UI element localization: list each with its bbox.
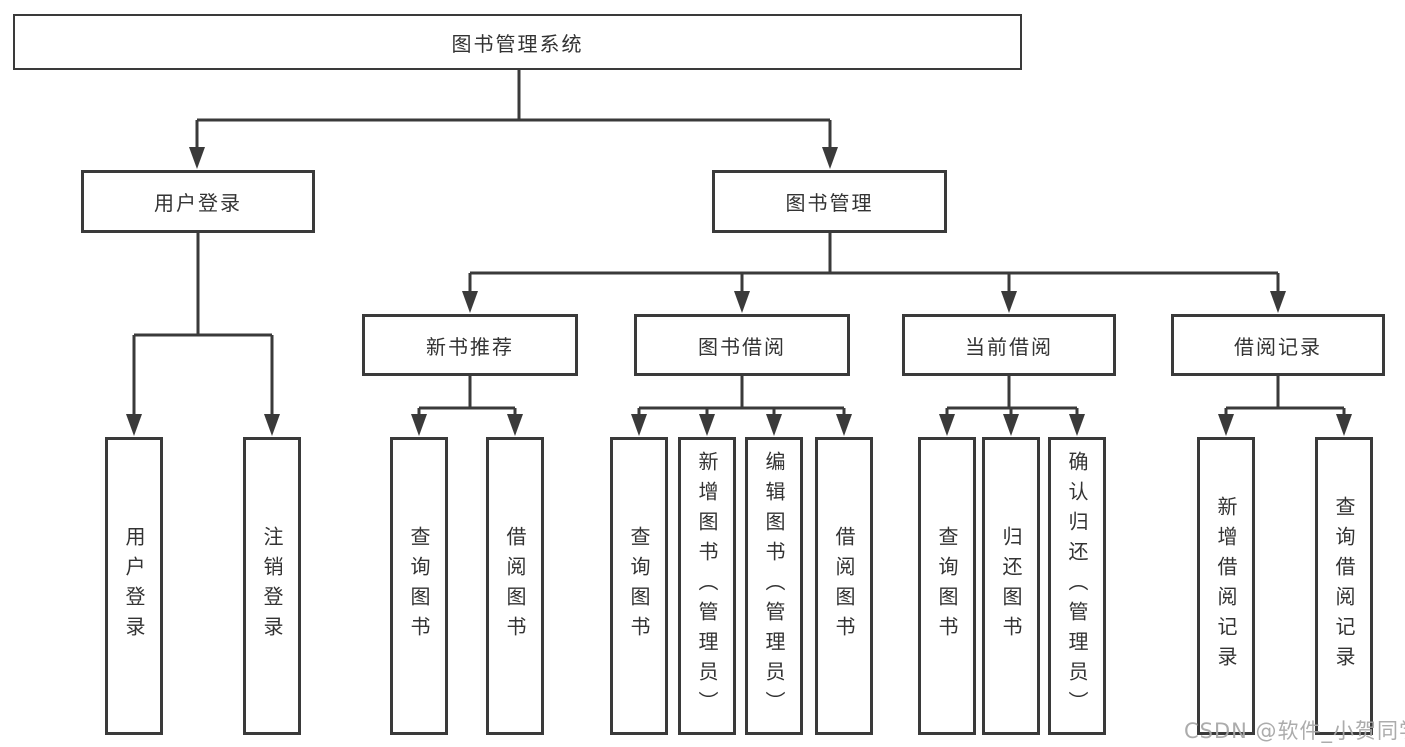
- connector-line: [1224, 376, 1346, 420]
- node-label: 查询图书: [407, 526, 431, 646]
- node-label: 图书管理: [785, 191, 874, 215]
- connector-line: [132, 233, 274, 420]
- node-leaf-cb-return-books: 归还图书: [982, 437, 1040, 735]
- node-user-login: 用户登录: [81, 170, 315, 233]
- node-leaf-bb-borrow-books: 借阅图书: [815, 437, 873, 735]
- arrow-down-icon: [699, 414, 715, 436]
- arrow-down-icon: [462, 291, 478, 313]
- node-book-borrow: 图书借阅: [634, 314, 850, 376]
- arrow-down-icon: [631, 414, 647, 436]
- node-label: 注销登录: [260, 526, 284, 646]
- arrow-down-icon: [836, 414, 852, 436]
- node-borrow-records: 借阅记录: [1171, 314, 1385, 376]
- node-leaf-cb-confirm-return: 确认归还（管理员）: [1048, 437, 1106, 735]
- node-label: 新书推荐: [426, 334, 514, 359]
- connector-line: [945, 376, 1079, 420]
- node-label: 新增借阅记录: [1214, 496, 1238, 676]
- arrow-down-icon: [939, 414, 955, 436]
- connector-line: [468, 233, 1280, 296]
- connector-line: [417, 376, 517, 420]
- arrow-down-icon: [1270, 291, 1286, 313]
- watermark: CSDN @软件_小贺同学: [1184, 719, 1405, 743]
- node-leaf-rec-query-books: 查询图书: [390, 437, 448, 735]
- node-leaf-br-add-records: 新增借阅记录: [1197, 437, 1255, 735]
- node-label: 查询图书: [627, 526, 651, 646]
- node-label: 借阅图书: [503, 526, 527, 646]
- node-label: 查询图书: [935, 526, 959, 646]
- arrow-down-icon: [264, 414, 280, 436]
- node-leaf-rec-borrow-books: 借阅图书: [486, 437, 544, 735]
- node-new-book-recommend: 新书推荐: [362, 314, 578, 376]
- arrow-down-icon: [1001, 291, 1017, 313]
- node-label: 当前借阅: [965, 334, 1053, 359]
- connector-lines: [132, 70, 1346, 420]
- node-leaf-bb-add-books: 新增图书（管理员）: [678, 437, 736, 735]
- node-label: 查询借阅记录: [1332, 496, 1356, 676]
- arrow-down-icon: [189, 147, 205, 169]
- arrow-down-icon: [734, 291, 750, 313]
- arrow-down-icon: [411, 414, 427, 436]
- arrow-down-icon: [1336, 414, 1352, 436]
- arrow-down-icon: [766, 414, 782, 436]
- connector-line: [637, 376, 846, 420]
- arrow-down-icon: [1218, 414, 1234, 436]
- node-leaf-user-login: 用户登录: [105, 437, 163, 735]
- node-label: 图书借阅: [698, 334, 786, 359]
- node-label: 用户登录: [122, 526, 146, 646]
- arrow-down-icon: [1003, 414, 1019, 436]
- node-label: 图书管理系统: [451, 31, 584, 56]
- node-book-management: 图书管理: [712, 170, 947, 233]
- arrowheads: [126, 147, 1352, 436]
- node-label: 编辑图书（管理员）: [762, 451, 786, 721]
- arrow-down-icon: [1069, 414, 1085, 436]
- node-label: 用户登录: [154, 191, 242, 215]
- arrow-down-icon: [126, 414, 142, 436]
- node-label: 借阅记录: [1234, 334, 1322, 359]
- node-leaf-br-query-records: 查询借阅记录: [1315, 437, 1373, 735]
- node-leaf-logout: 注销登录: [243, 437, 301, 735]
- node-label: 确认归还（管理员）: [1065, 451, 1089, 721]
- node-current-borrow: 当前借阅: [902, 314, 1116, 376]
- arrow-down-icon: [507, 414, 523, 436]
- arrow-down-icon: [822, 147, 838, 169]
- node-leaf-bb-query-books: 查询图书: [610, 437, 668, 735]
- node-root: 图书管理系统: [13, 14, 1022, 70]
- node-leaf-cb-query-books: 查询图书: [918, 437, 976, 735]
- node-label: 新增图书（管理员）: [695, 451, 719, 721]
- node-label: 归还图书: [999, 526, 1023, 646]
- connector-line: [195, 70, 832, 152]
- node-leaf-bb-edit-books: 编辑图书（管理员）: [745, 437, 803, 735]
- node-label: 借阅图书: [832, 526, 856, 646]
